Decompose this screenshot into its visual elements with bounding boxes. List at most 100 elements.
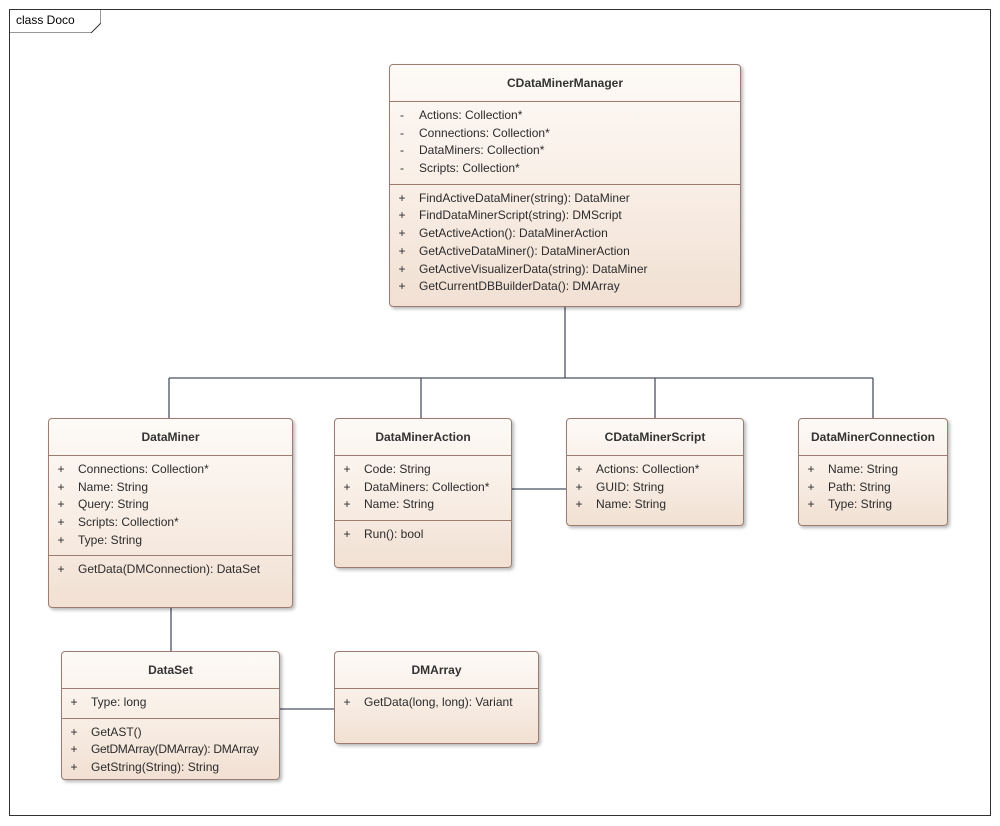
attribute-text: Connections: Collection* — [419, 125, 550, 140]
visibility-marker: - — [400, 108, 404, 122]
class-name: DataMiner — [49, 419, 292, 456]
visibility-marker: + — [807, 462, 815, 476]
attribute-text: Actions: Collection* — [419, 108, 523, 122]
attribute-row: - Actions: Collection* — [390, 107, 740, 125]
operation-text: GetData(long, long): Variant — [364, 695, 513, 709]
operations-section: +FindActiveDataMiner(string): DataMiner … — [390, 183, 740, 302]
attribute-text: Type: String — [78, 532, 143, 547]
attribute-text: Name: String — [364, 497, 435, 512]
attribute-text: DataMiners: Collection* — [364, 479, 490, 494]
visibility-marker: + — [807, 497, 815, 512]
operation-text: GetData(DMConnection): DataSet — [78, 562, 261, 577]
class-name: CDataMinerScript — [567, 419, 743, 456]
class-dataminer-connection[interactable]: DataMinerConnection + Name: String + Path:… — [798, 418, 948, 526]
operation-row: + GetDMArray(DMArray): DMArray — [62, 741, 279, 759]
attribute-text: Name: String — [78, 479, 149, 494]
attribute-row: + Name: String — [799, 461, 947, 479]
attribute-text: Query: String — [78, 497, 149, 512]
operation-row: + GetActiveAction(): DataMinerAction — [390, 225, 740, 243]
attribute-row: +GUID: String — [567, 479, 743, 497]
attributes-section: -Actions: Collection* -Connections: Coll… — [390, 102, 740, 184]
class-dataminer-action[interactable]: DataMinerAction +Code: String + DataMiner… — [334, 418, 512, 568]
operation-text: Run(): bool — [364, 527, 424, 542]
attribute-row: -Connections: Collection* — [390, 125, 740, 143]
attribute-row: + Type: String — [49, 532, 292, 550]
attribute-row: +Name: String — [49, 479, 292, 497]
operation-row: + GetData(long, long): Variant — [335, 694, 538, 712]
attribute-row: + Actions: Collection* — [567, 461, 743, 479]
operation-text: GetActiveAction(): DataMinerAction — [419, 226, 608, 241]
frame-tab — [9, 9, 101, 33]
visibility-marker: + — [575, 462, 583, 476]
class-cdataminermanager[interactable]: CDataMinerManager -Actions: Collection* … — [389, 64, 741, 307]
operations-section: + GetData(long, long): Variant — [335, 689, 538, 718]
visibility-marker: + — [398, 243, 406, 258]
attributes-section: +Code: String + DataMiners: Collection* +… — [335, 456, 511, 520]
attributes-section: +Connections: Collection* +Name: String … — [49, 456, 292, 555]
visibility-marker: + — [575, 479, 583, 494]
class-dataset[interactable]: DataSet +Type: long +GetAST() +GetDMArra… — [61, 651, 280, 780]
visibility-marker: + — [57, 532, 65, 547]
attribute-text: Name: String — [828, 462, 899, 476]
visibility-marker: + — [70, 742, 78, 757]
visibility-marker: + — [57, 562, 65, 577]
attribute-row: + DataMiners: Collection* — [335, 479, 511, 497]
class-name: DataMinerConnection — [799, 419, 947, 456]
attribute-row: +Scripts: Collection* — [49, 514, 292, 532]
operation-row: + GetData(DMConnection): DataSet — [49, 561, 292, 579]
visibility-marker: + — [343, 462, 351, 476]
attribute-row: -DataMiners: Collection* — [390, 142, 740, 160]
visibility-marker: + — [398, 261, 406, 276]
attribute-text: Type: String — [828, 497, 893, 512]
visibility-marker: + — [807, 479, 815, 494]
visibility-marker: + — [343, 497, 351, 512]
operation-text: GetAST() — [91, 724, 142, 739]
attributes-section: +Type: long — [62, 689, 279, 718]
attributes-section: + Actions: Collection* +GUID: String + Nam… — [567, 456, 743, 520]
attribute-text: DataMiners: Collection* — [419, 143, 545, 158]
visibility-marker: + — [70, 695, 78, 709]
attributes-section: + Name: String + Path: String + Type: Strin… — [799, 456, 947, 520]
class-dmarray[interactable]: DMArray +GetData(long, long): Variant — [334, 651, 539, 744]
visibility-marker: + — [70, 724, 78, 739]
operation-text: GetDMArray(DMArray): DMArray — [91, 742, 259, 757]
operation-row: +GetActiveVisualizerData(string): DataMi… — [390, 261, 740, 279]
attribute-text: Name: String — [596, 497, 667, 512]
operation-text: GetString(String): String — [91, 760, 220, 775]
attribute-row: -Scripts: Collection* — [390, 160, 740, 178]
visibility-marker: + — [575, 497, 583, 512]
visibility-marker: - — [400, 143, 404, 158]
attribute-row: + Connections: Collection* — [49, 461, 292, 479]
operation-row: + GetAST() — [62, 724, 279, 742]
attribute-row: + Type: String — [799, 496, 947, 514]
attribute-row: + Path: String — [799, 479, 947, 497]
visibility-marker: + — [343, 479, 351, 494]
attribute-text: Path: String — [828, 479, 891, 494]
visibility-marker: + — [398, 279, 406, 294]
attribute-row: + Name: String — [335, 496, 511, 514]
visibility-marker: + — [398, 208, 406, 223]
attribute-text: Connections: Collection* — [78, 462, 209, 476]
operations-section: +GetAST() +GetDMArray(DMArray): DMArray … — [62, 717, 279, 779]
operation-row: +FindDataMinerScript(string): DMScript — [390, 207, 740, 225]
visibility-marker: - — [400, 125, 404, 140]
operation-text: FindActiveDataMiner(string): DataMiner — [419, 190, 630, 205]
visibility-marker: + — [343, 695, 351, 709]
visibility-marker: + — [398, 226, 406, 241]
attribute-row: +Type: long — [62, 694, 279, 712]
visibility-marker: + — [57, 462, 65, 476]
visibility-marker: - — [400, 161, 404, 176]
class-name: DataMinerAction — [335, 419, 511, 456]
attribute-row: +Code: String — [335, 461, 511, 479]
operations-section: + GetData(DMConnection): DataSet — [49, 555, 292, 585]
attribute-text: Actions: Collection* — [596, 462, 700, 476]
visibility-marker: + — [343, 527, 351, 542]
operation-text: GetCurrentDBBuilderData(): DMArray — [419, 279, 620, 294]
visibility-marker: + — [398, 190, 406, 205]
class-cdataminerscript[interactable]: CDataMinerScript + Actions: Collection* +… — [566, 418, 744, 526]
class-dataminer[interactable]: DataMiner +Connections: Collection* +Nam… — [48, 418, 293, 608]
attribute-text: Scripts: Collection* — [419, 161, 520, 176]
operation-text: GetActiveDataMiner(): DataMinerAction — [419, 243, 630, 258]
frame-label: class Doco — [16, 13, 75, 27]
diagram-frame — [9, 9, 991, 816]
